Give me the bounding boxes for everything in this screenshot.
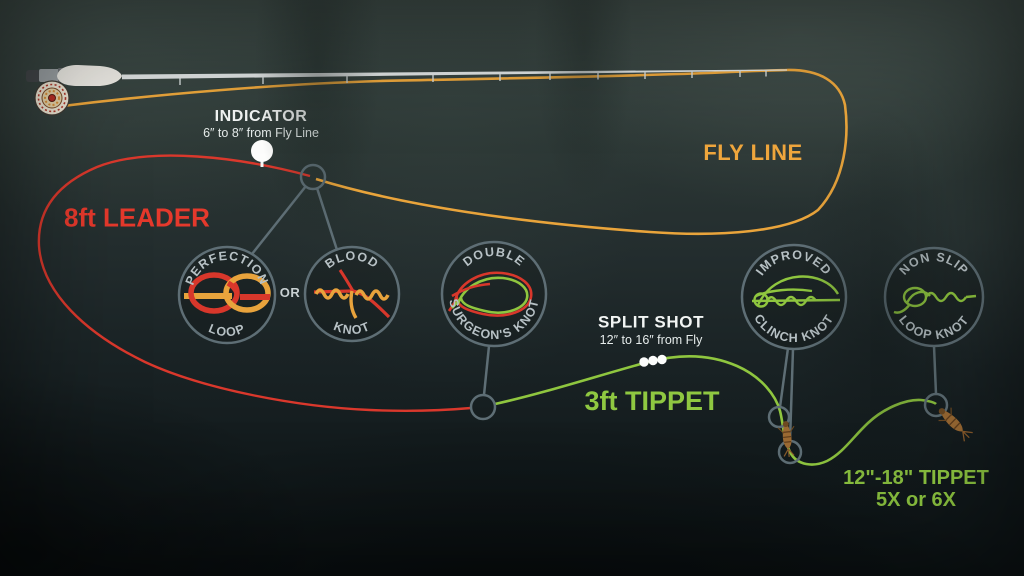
knot-label-bottom: KNOT xyxy=(332,319,372,337)
leader-label: 8ft LEADER xyxy=(64,202,210,233)
split-shot-sublabel: 12″ to 16″ from Fly xyxy=(599,333,703,348)
rod-reel-seat xyxy=(39,69,61,82)
knot-circle-double-surgeons: DOUBLE SURGEON'S KNOT xyxy=(440,240,548,348)
knot-label-bottom: LOOP xyxy=(207,321,247,339)
svg-text:BLOOD: BLOOD xyxy=(323,249,382,271)
knot-circle-improved-clinch: IMPROVED CLINCH KNOT xyxy=(740,243,848,351)
knot-circle-blood-knot: BLOOD KNOT xyxy=(303,245,401,343)
reel-icon xyxy=(34,80,70,116)
fly-nymph-icon xyxy=(938,407,973,442)
knot-circle-perfection-loop: PERFECTION LOOP xyxy=(177,245,277,345)
pointer-junction-to-blood xyxy=(315,187,339,251)
perfection-loop-icon xyxy=(184,272,271,314)
fly-line-label: FLY LINE xyxy=(703,139,803,165)
tippet-label: 3ft TIPPET xyxy=(584,386,720,417)
knot-label-top: BLOOD xyxy=(323,249,381,271)
pointer-junction-to-perfection xyxy=(251,185,307,255)
svg-text:LOOP: LOOP xyxy=(207,321,248,339)
rod-shaft xyxy=(122,69,787,80)
pointer-clinch-to-hook-bend xyxy=(788,348,795,442)
pointer-nonslip-to-fly xyxy=(932,345,938,395)
fly-rod xyxy=(26,65,787,116)
leader-path xyxy=(37,154,472,413)
or-label: OR xyxy=(279,284,301,300)
non-slip-loop-knot-icon xyxy=(893,286,977,314)
double-surgeons-knot-icon xyxy=(447,271,533,317)
indicator-icon xyxy=(251,140,273,167)
rod-grip xyxy=(57,65,122,86)
flyline-leader-junction-circle xyxy=(299,163,327,191)
split-shot-icon xyxy=(639,354,667,367)
rod-guides xyxy=(179,70,767,85)
pointer-lines xyxy=(251,185,938,442)
tippet2-label-line1: 12"-18" TIPPET xyxy=(843,467,989,489)
knot-circle-non-slip-loop: NON SLIP LOOP KNOT xyxy=(883,246,985,348)
indicator-label: INDICATOR xyxy=(214,108,308,126)
improved-clinch-knot-icon xyxy=(751,275,841,308)
rod-butt-cap xyxy=(26,70,40,82)
fly-line-path xyxy=(62,68,848,236)
pointer-surgeons-to-junction xyxy=(482,345,491,396)
indicator-sublabel: 6″ to 8″ from Fly Line xyxy=(203,126,319,141)
fly-nymph-icon xyxy=(777,421,795,457)
blood-knot-icon xyxy=(313,269,391,319)
fly1-eye-circle xyxy=(767,405,791,429)
split-shot-label: SPLIT SHOT xyxy=(597,312,705,332)
fly2-eye-circle xyxy=(923,392,949,418)
leader-tippet-junction-circle xyxy=(469,393,497,421)
svg-text:KNOT: KNOT xyxy=(332,319,373,337)
tippet2-label-line2: 5X or 6X xyxy=(875,489,957,511)
pointer-clinch-to-fly-eye xyxy=(778,347,790,408)
